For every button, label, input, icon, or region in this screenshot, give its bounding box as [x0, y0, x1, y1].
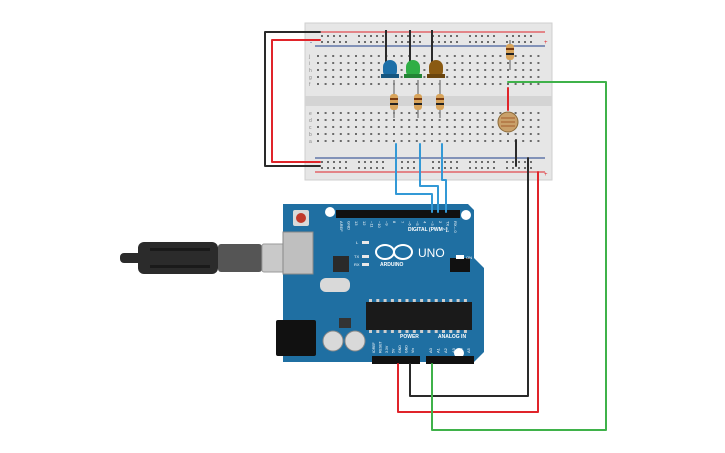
digital-header-label: DIGITAL (PWM~): [408, 227, 448, 233]
power-pin-label: 3.3V: [385, 345, 389, 353]
digital-pin-label: ~6: [407, 221, 412, 226]
wire-blue-1: [395, 143, 433, 213]
on-led: [456, 255, 464, 259]
digital-pin-label: TX→1: [445, 221, 450, 233]
row-letter: c: [309, 125, 312, 131]
tx-led-label: TX: [354, 254, 359, 259]
row-letter: g: [309, 75, 312, 81]
atmega-chip: [366, 302, 472, 330]
power-header: [372, 356, 420, 364]
power-pin-label: GND: [405, 345, 409, 353]
rx-led-label: RX: [354, 262, 360, 267]
power-pin-label: RESET: [379, 340, 383, 353]
digital-pin-label: ~11: [369, 221, 374, 228]
power-pin-label: GND: [398, 345, 402, 353]
blue-led[interactable]: [381, 60, 399, 78]
power-pin-label: 5V: [392, 348, 396, 353]
row-letter: i: [309, 61, 310, 67]
wire-black-left: [264, 31, 321, 167]
model-label: UNO: [418, 246, 445, 260]
resistor-2[interactable]: [414, 80, 422, 118]
resistor-3[interactable]: [436, 80, 444, 118]
row-letter: h: [309, 68, 312, 74]
power-pin-label: Vin: [411, 348, 415, 353]
digital-pin-label: ~9: [385, 221, 390, 226]
usb-socket: [282, 231, 314, 275]
brand-label: ARDUINO: [380, 262, 403, 268]
digital-header: [336, 210, 460, 218]
usb-chip: [333, 256, 349, 272]
row-letter: e: [309, 111, 312, 117]
digital-pin-label: 4: [423, 221, 428, 224]
row-letter: j: [308, 54, 310, 60]
wire-red-5v: [397, 171, 539, 413]
digital-pin-label: 12: [362, 221, 367, 226]
analog-pin-label: A5: [466, 347, 471, 353]
wire-blue-3: [441, 143, 447, 213]
analog-pin-label: A3: [451, 347, 456, 353]
power-header-label: POWER: [400, 334, 419, 340]
row-letter: d: [309, 118, 312, 124]
digital-pin-label: RX←0: [453, 221, 458, 234]
digital-pin-label: 8: [392, 221, 397, 224]
arduino-uno-board[interactable]: UNO ARDUINO DIGITAL (PWM~) POWER ANALOG …: [276, 204, 484, 364]
amber-led[interactable]: [427, 60, 445, 78]
wire-green-a0: [431, 81, 607, 431]
green-led[interactable]: [404, 60, 422, 78]
digital-pin-label: 13: [354, 221, 359, 226]
power-pin-label: IOREF: [372, 342, 376, 353]
analog-pin-label: A2: [443, 347, 448, 353]
rail-plus-label: +: [544, 40, 548, 46]
power-jack: [276, 320, 316, 356]
wire-black-gnd: [409, 157, 529, 397]
photoresistor[interactable]: [497, 111, 519, 133]
digital-pin-label: ~3: [430, 221, 435, 226]
resistor-ldr[interactable]: [506, 40, 514, 70]
l-led-label: L: [356, 240, 359, 245]
digital-pin-label: GND: [347, 221, 352, 230]
analog-pin-label: A1: [436, 347, 441, 353]
arduino-logo-icon: [375, 244, 413, 260]
digital-pin-label: 2: [438, 221, 443, 224]
digital-pin-label: ~10: [377, 221, 382, 229]
row-letter: b: [309, 132, 312, 138]
rail-plus-label-bottom: +: [544, 172, 548, 178]
analog-pin-label: A4: [458, 347, 463, 353]
led-legs: [385, 30, 433, 62]
digital-pin-label: AREF: [339, 221, 344, 232]
on-led-label: ON: [466, 255, 472, 260]
analog-header: [426, 356, 474, 364]
digital-pin-label: 7: [400, 221, 405, 224]
wire-blue-2: [419, 143, 439, 213]
analog-header-label: ANALOG IN: [438, 334, 466, 340]
rail-minus-label: -: [310, 40, 312, 46]
analog-pin-label: A0: [428, 347, 433, 353]
resistor-1[interactable]: [390, 80, 398, 118]
row-letter: f: [309, 82, 311, 88]
wire-red-left: [271, 39, 321, 163]
digital-pin-label: ~5: [415, 221, 420, 226]
row-letter: a: [309, 139, 312, 145]
